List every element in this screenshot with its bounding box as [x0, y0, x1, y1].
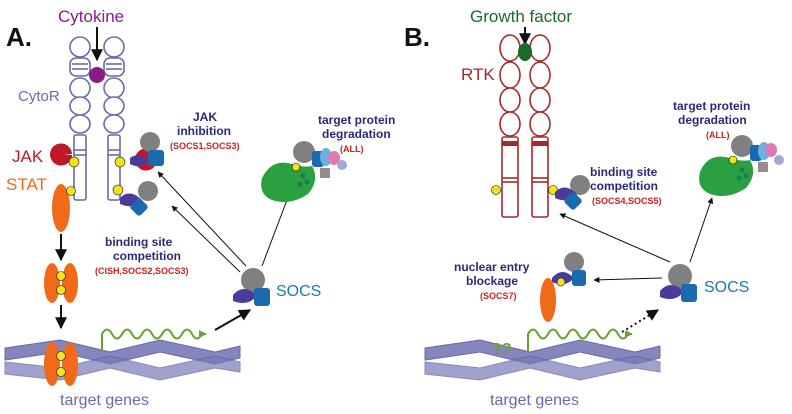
jak-inhibition-title-1: JAK — [193, 110, 217, 124]
stat-blocked — [540, 278, 556, 322]
degradation-title-b-1: target protein — [673, 99, 750, 113]
binding-members-b: (SOCS4,SOCS5) — [592, 196, 662, 206]
socs-to-degradation-arrow — [261, 191, 291, 267]
nuclear-title-2: blockage — [466, 274, 518, 288]
stat-on-dna-left — [44, 342, 60, 386]
target-genes-b: target genes — [490, 392, 579, 409]
stat-on-dna-right — [62, 342, 78, 386]
degradation-complex-a — [261, 141, 347, 202]
stat-label: STAT — [6, 175, 47, 194]
stat-dimer-right — [62, 263, 78, 303]
jak-label: JAK — [12, 147, 44, 166]
socs-b-to-stat-arrow — [593, 276, 663, 283]
transcript-a — [101, 328, 207, 352]
binding-members-a: (CISH,SOCS2,SOCS3) — [95, 266, 189, 276]
nuclear-members: (SOCS7) — [480, 291, 517, 301]
growth-factor-label: Growth factor — [470, 7, 572, 26]
growth-factor-ligand — [518, 43, 532, 61]
stat-dimer-left — [44, 263, 60, 303]
socs-protein-b — [660, 264, 697, 302]
degradation-title-b-2: degradation — [678, 113, 747, 127]
phospho-jak-right — [114, 156, 126, 168]
socs-b-to-receptor-arrow — [559, 213, 671, 263]
genes-to-socs-arrow — [214, 309, 252, 331]
degradation-members-b: (ALL) — [706, 130, 730, 140]
phospho-stat — [66, 186, 76, 196]
panel-b: B. Growth factor RTK binding site compet… — [404, 7, 784, 409]
socs-on-receptor-b — [555, 175, 590, 210]
panel-b-letter: B. — [404, 22, 430, 52]
jak-inhibition-title-2: inhibition — [177, 124, 231, 138]
socs-label-b: SOCS — [704, 279, 749, 296]
degradation-complex-b — [699, 135, 784, 196]
genes-to-socs-b-arrow — [621, 309, 660, 333]
socs-to-jak-arrow — [157, 171, 247, 267]
binding-title-a-1: binding site — [105, 235, 173, 249]
socs-b-to-degradation-arrow — [689, 197, 714, 263]
socs-protein-a — [233, 268, 270, 306]
degradation-title-a-1: target protein — [318, 113, 395, 127]
binding-title-b-1: binding site — [590, 165, 658, 179]
socs-to-receptor-arrow — [171, 205, 241, 273]
dna-a — [4, 339, 241, 381]
degradation-title-a-2: degradation — [322, 127, 391, 141]
panel-a-letter: A. — [6, 22, 32, 52]
panel-a: A. Cytokine CytoR JAK — [4, 7, 395, 409]
socs-on-receptor-a — [112, 181, 158, 216]
socs-label-a: SOCS — [276, 283, 321, 300]
cytor-label: CytoR — [18, 88, 60, 105]
rtk-receptor — [499, 34, 551, 218]
binding-title-a-2: competition — [113, 249, 181, 263]
rtk-label: RTK — [461, 65, 495, 84]
cytokine-receptor — [69, 36, 125, 201]
jak-protein-left — [50, 143, 72, 166]
phospho-rtk-left — [491, 185, 501, 195]
cytokine-label: Cytokine — [58, 7, 124, 26]
dna-b — [424, 339, 661, 381]
socs-on-stat-b — [552, 252, 586, 287]
cytokine-ligand — [89, 67, 105, 83]
nuclear-title-1: nuclear entry — [454, 260, 530, 274]
unknown-regulator-label: ?? — [492, 341, 512, 358]
phospho-jak-left — [68, 156, 80, 168]
stat-monomer — [52, 184, 70, 232]
socs-on-jak — [130, 132, 164, 167]
transcript-b — [527, 328, 633, 352]
degradation-members-a: (ALL) — [340, 144, 364, 154]
binding-title-b-2: competition — [590, 179, 658, 193]
jak-inhibition-members: (SOCS1,SOCS3) — [170, 141, 240, 151]
target-genes-a: target genes — [60, 392, 149, 409]
